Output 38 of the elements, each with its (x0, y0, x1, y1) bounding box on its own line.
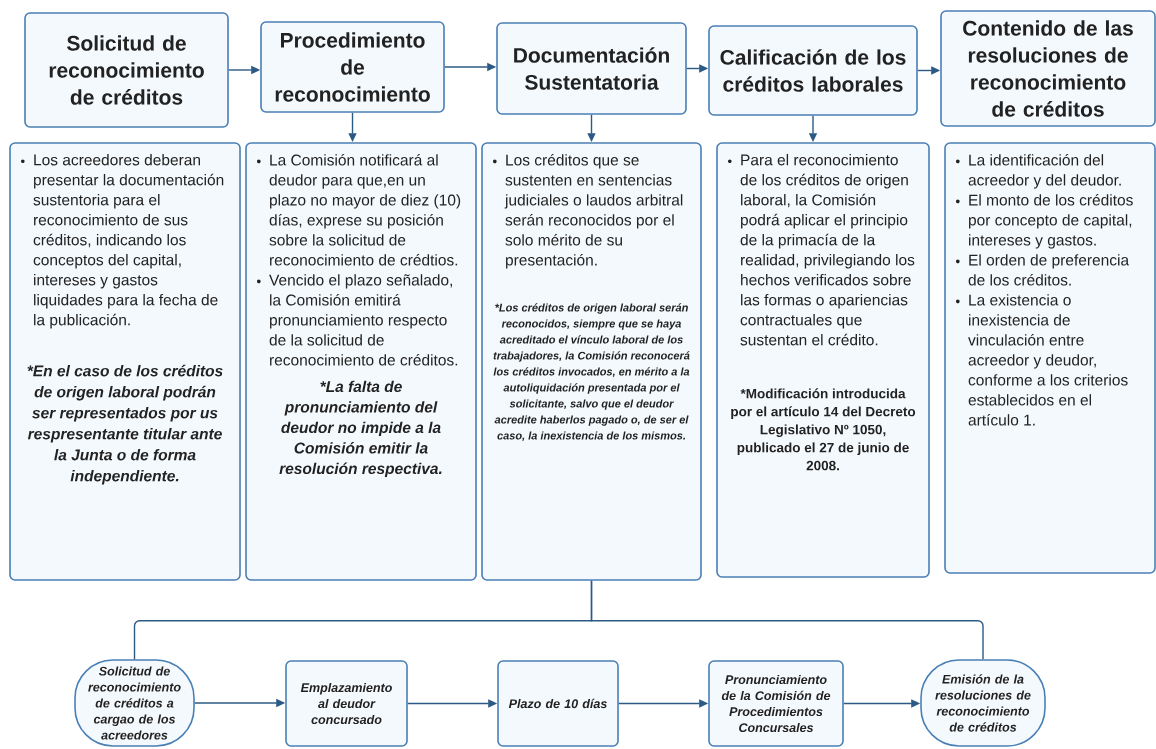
box-text: Solicitud de reconocimiento de créditos (49, 35, 204, 105)
bullet-item: Los acreedores deberan presentar la documentación sustentoria para el reconocimiento de sus créditos, indicando los conceptos del capital, intereses y gastos liquidades para la fecha de la publicación. (21, 154, 224, 329)
bullet-item: Vencido el plazo señalado, la Comisión emitirá pronunciamiento respecto de la solicitud de reconocimiento de créditos. (257, 274, 458, 366)
bullet-item: La existencia o inexistencia de vinculación entre acreedor y deudor, conforme a los criterios establecidos en el artículo 1. (956, 294, 1128, 426)
text-panel (716, 142, 930, 578)
bullet-item: El monto de los créditos por concepto de capital, intereses y gastos. (956, 194, 1133, 249)
note-text: *Modificación introducida por el artículo 14 del Decreto Legislativo Nº 1050, publicado el 27 de junio de 2008. (731, 388, 916, 471)
process-box (285, 660, 408, 747)
terminal-shape (74, 659, 195, 747)
box-text: Emplazamiento al deudor concursado (300, 682, 392, 725)
terminal-shape (920, 659, 1046, 747)
text-panel (944, 142, 1156, 574)
box-text: Solicitud de reconocimiento de créditos a cargao de los acreedores (88, 666, 181, 740)
heading-box (24, 12, 229, 128)
process-box (497, 660, 619, 747)
heading-box (496, 22, 687, 115)
box-text: Documentación Sustentatoria (514, 47, 669, 90)
box-text: Emisión de la resoluciones de reconocimiento de créditos (935, 674, 1031, 732)
bullet-item: Los créditos que se sustenten en sentencias judiciales o laudos arbitral serán reconocidos por el solo mérito de su presentación. (493, 154, 683, 269)
box-text: Procedimiento de reconocimiento (275, 32, 430, 102)
heading-box (940, 10, 1156, 127)
box-text: Calificación de los créditos laborales (720, 49, 906, 92)
text-panel (245, 142, 477, 581)
bullet-item: Para el reconocimiento de los créditos de origen laboral, la Comisión podrá aplicar el principio de la primacía de la realidad, privilegiando los hechos verificados sobre las formas o apariencias contractuales que sustentan el crédito. (728, 154, 915, 346)
text-panel (9, 142, 241, 581)
text-panel (481, 142, 702, 581)
bullet-item: La Comisión notificará al deudor para que,en un plazo no mayor de diez (10) días, exprese su posición sobre la solicitud de reconocimiento de crédtios. (257, 154, 461, 266)
heading-box (708, 25, 918, 116)
box-text: Contenido de las resoluciones de reconocimiento de créditos (963, 20, 1133, 117)
box-text: Pronunciamiento de la Comisión de Procedimientos Concursales (721, 674, 831, 733)
note-text: *En el caso de los créditos de origen laboral podrán ser representados por us respresentante titular ante la Junta o de forma independiente. (27, 364, 223, 485)
bullet-item: La identificación del acreedor y del deudor. (956, 154, 1121, 189)
note-text: *Los créditos de origen laboral serán reconocidos, siempre que se haya acreditado el vínculo laboral de los trabajadores, la Comisión reconocerá los créditos invocados, en mérito a la autoliquidación presentada por el solicitante, salvo que el deudor acredite haberlos pagado o, de ser el caso, la inexistencia de los mismos. (493, 303, 690, 442)
box-text: Plazo de 10 días (508, 698, 607, 709)
bullet-item: El orden de preferencia de los créditos. (956, 254, 1130, 286)
heading-box (260, 21, 445, 113)
note-text: *La falta de pronunciamiento del deudor no impide a la Comisión emitir la resolución respectiva. (279, 380, 442, 478)
process-box (708, 660, 844, 747)
